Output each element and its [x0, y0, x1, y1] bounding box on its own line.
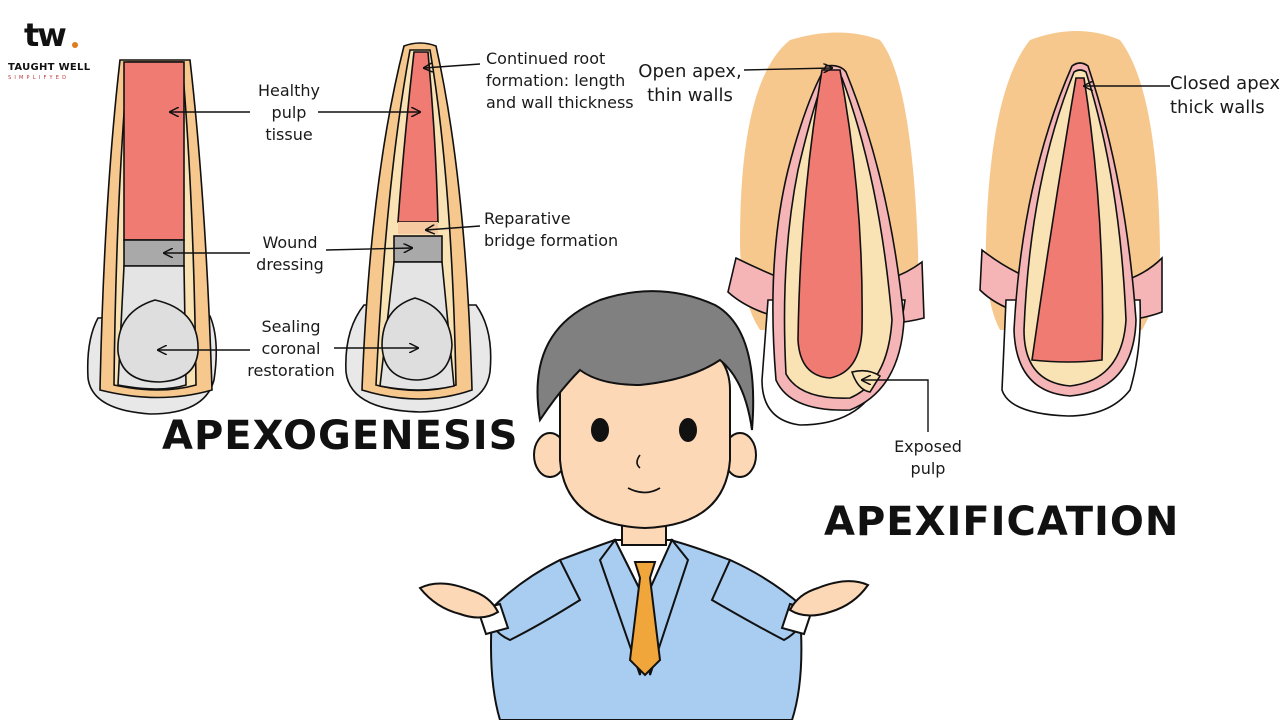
- logo-tagline: SIMPLIFYED: [8, 75, 70, 81]
- hand-right: [788, 580, 870, 617]
- label-open-apex: Open apex, thin walls: [638, 61, 742, 106]
- arrow-wound-right: [325, 248, 412, 250]
- sealing-blob-1: [117, 299, 199, 383]
- bridge-2: [398, 222, 438, 234]
- apexification-tooth-open: [727, 32, 925, 426]
- apexification-arrows: [743, 68, 1170, 432]
- apexogenesis-arrows: [158, 64, 481, 350]
- teacher-character: [418, 290, 870, 720]
- hair: [536, 290, 755, 431]
- hand-left: [418, 582, 500, 619]
- arrow-continued-root: [424, 64, 481, 68]
- label-sealing-restoration: Sealing coronal restoration: [247, 317, 335, 380]
- apexification-tooth-closed: [979, 31, 1163, 417]
- pulp-open-1: [797, 69, 863, 379]
- logo-dot-icon: [72, 42, 78, 48]
- nose: [636, 454, 641, 469]
- apexogenesis-tooth-before: [86, 59, 218, 415]
- label-closed-apex: Closed apex thick walls: [1170, 73, 1280, 118]
- logo-mark: tw: [24, 16, 67, 54]
- label-healthy-pulp: Healthy pulp tissue: [257, 81, 320, 144]
- label-exposed-pulp: Exposed pulp: [894, 437, 962, 478]
- wound-dressing-2: [393, 235, 443, 263]
- pulp-closed-2: [1031, 77, 1104, 363]
- eye-left: [591, 418, 609, 442]
- label-continued-root: Continued root formation: length and wal…: [486, 49, 634, 112]
- title-apexification: Apexification: [824, 499, 1180, 545]
- arrow-reparative-bridge: [426, 226, 481, 230]
- arrow-open-apex: [743, 68, 832, 70]
- apexogenesis-tooth-after: [345, 42, 492, 413]
- arrow-exposed-pulp: [862, 380, 929, 432]
- logo-name: TAUGHT WELL: [8, 62, 91, 73]
- sealing-blob-2: [381, 297, 453, 381]
- mouth: [627, 487, 661, 494]
- pulp-1: [123, 61, 185, 241]
- label-wound-dressing: Wound dressing: [256, 233, 324, 274]
- title-apexogenesis: Apexogenesis: [162, 413, 519, 459]
- eye-right: [679, 418, 697, 442]
- label-reparative-bridge: Reparative bridge formation: [484, 209, 619, 250]
- tie: [628, 561, 662, 677]
